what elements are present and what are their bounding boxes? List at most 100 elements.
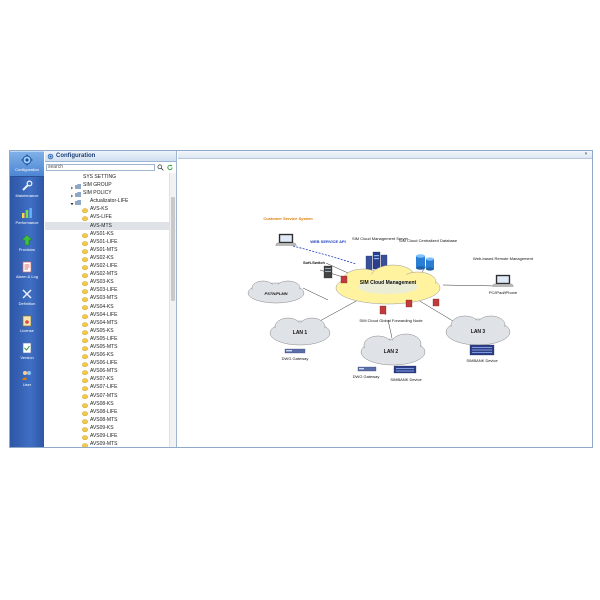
tree-item-label: AVS04-KS <box>90 303 114 310</box>
dwg-gateway-icon <box>357 366 377 372</box>
pstn-cloud <box>247 280 305 304</box>
simbank-device-icon <box>393 365 417 374</box>
search-icon[interactable] <box>157 164 164 171</box>
tree-folder[interactable]: SIM POLICY <box>45 189 169 206</box>
tree-item[interactable]: AVS04-LIFE <box>45 311 169 327</box>
tree-item[interactable]: AVS05-KS <box>45 327 169 343</box>
collapsed-toggle-icon[interactable] <box>70 183 74 198</box>
nav-item-provision[interactable]: Provision <box>10 232 44 258</box>
tree-item[interactable]: AVS05-LIFE <box>45 335 169 351</box>
tree-item[interactable]: AVS06-KS <box>45 351 169 368</box>
scrollbar-thumb[interactable] <box>171 197 175 301</box>
tree-item-label: AVS07-LIFE <box>90 384 118 391</box>
nav-label: Configuration <box>15 167 39 172</box>
tree-item[interactable]: AVS01-MTS <box>45 246 169 262</box>
tree-item[interactable]: AVS03-LIFE <box>45 286 169 303</box>
search-input[interactable]: search <box>46 164 155 171</box>
policy-item-icon <box>82 328 88 343</box>
tree-item[interactable]: AVS03-KS <box>45 278 169 295</box>
lan1-label: LAN 1 <box>293 330 308 336</box>
tree-item[interactable]: AVS09-MTS <box>45 440 169 447</box>
policy-item-icon <box>82 352 88 368</box>
nav-item-maintenance[interactable]: Maintenance <box>10 178 44 204</box>
tree-item[interactable]: AVS04-KS <box>45 303 169 319</box>
collapse-icon[interactable]: ▾ <box>584 151 588 157</box>
tree-item[interactable]: AVS02-LIFE <box>45 262 169 279</box>
tree-folder[interactable]: SIM GROUP <box>45 181 169 198</box>
main-content: ▾ Customer <box>178 151 592 447</box>
nav-label: Performance <box>15 220 39 225</box>
lan3-cloud <box>445 315 511 346</box>
mgmt-server-label: SIM Cloud Management Server <box>352 236 409 241</box>
app-window: Configuration Maintenance Performance Pr… <box>9 150 593 448</box>
tools-icon <box>22 289 32 299</box>
tree-item[interactable]: AVS01-LIFE <box>45 238 169 254</box>
tree-item-label: AVS08-LIFE <box>90 408 118 415</box>
nav-item-definition[interactable]: Definition <box>10 286 44 312</box>
tree-item-label: AVS07-KS <box>90 376 114 383</box>
nav-label: Version <box>20 355 34 360</box>
tree-item-label: AVS05-MTS <box>90 343 118 350</box>
tree-folder[interactable]: SYS SETTING <box>45 173 169 190</box>
tree-item[interactable]: AVS09-LIFE <box>45 432 169 447</box>
tree-scrollbar[interactable] <box>169 173 176 447</box>
tree-item[interactable]: AVS01-KS <box>45 230 169 246</box>
tree-item-label: AVS08-MTS <box>90 416 118 423</box>
gear-icon <box>21 154 33 166</box>
tree-item[interactable]: AVS02-MTS <box>45 270 169 287</box>
tree-item[interactable]: AVS-MTS <box>45 221 169 238</box>
tree-item-label: AVS07-MTS <box>90 392 118 399</box>
nav-item-user[interactable]: User <box>10 367 44 393</box>
tree-item[interactable]: AVS07-MTS <box>45 392 169 408</box>
refresh-icon[interactable] <box>166 164 174 171</box>
tree-item[interactable]: AVS09-KS <box>45 424 169 441</box>
lan1-cloud <box>269 317 331 346</box>
policy-item-icon <box>82 336 88 351</box>
remote-mgmt-label: Web-based Remote Management <box>473 256 534 261</box>
tree-item-label: AVS09-LIFE <box>90 433 118 439</box>
nav-item-alarm-log[interactable]: Alarm & Log <box>10 259 44 285</box>
tree-item[interactable]: AVS02-KS <box>45 254 169 271</box>
nav-item-license[interactable]: License <box>10 313 44 339</box>
policy-item-icon <box>82 401 88 416</box>
tree-item-label: AVS05-KS <box>90 327 114 334</box>
nav-item-performance[interactable]: Performance <box>10 205 44 231</box>
soft-switch-label: Soft-Switch <box>303 260 326 265</box>
tree-item[interactable]: AVS04-MTS <box>45 319 169 335</box>
tree-item-label: Actualizator-LIFE <box>90 198 129 205</box>
tree-item[interactable]: AVS03-MTS <box>45 294 169 311</box>
nav-item-configuration[interactable]: Configuration <box>10 151 44 177</box>
simbank-device-icon <box>469 344 495 356</box>
policy-item-icon <box>82 312 88 327</box>
tree-item-label: AVS02-KS <box>90 254 114 261</box>
expanded-toggle-icon[interactable] <box>70 191 74 206</box>
nav-label: Maintenance <box>15 193 39 198</box>
tree-item[interactable]: AVS06-MTS <box>45 367 169 384</box>
soft-switch-icon <box>323 265 333 279</box>
policy-item-icon <box>82 295 88 311</box>
collapsed-toggle-icon[interactable] <box>70 175 74 190</box>
nav-label: Definition <box>18 301 36 306</box>
tree-item[interactable]: AVS-LIFE <box>45 213 169 230</box>
policy-item-icon <box>82 417 88 432</box>
network-diagram: Customer Service System WEB SERVICE API … <box>247 216 534 382</box>
tree-item[interactable]: AVS07-KS <box>45 375 169 392</box>
policy-item-icon <box>82 231 88 246</box>
tree-item[interactable]: Actualizator-LIFE <box>45 197 169 214</box>
policy-item-icon <box>82 247 88 262</box>
nav-item-version[interactable]: Version <box>10 340 44 366</box>
tree-item[interactable]: AVS-KS <box>45 205 169 222</box>
tree-item-label: AVS01-KS <box>90 230 114 237</box>
tree-item[interactable]: AVS07-LIFE <box>45 383 169 400</box>
tree-item-label: AVS09-KS <box>90 424 114 431</box>
bar-chart-icon <box>22 208 32 218</box>
web-service-api-label: WEB SERVICE API <box>310 239 346 244</box>
policy-item-icon <box>82 376 88 392</box>
tree-item[interactable]: AVS06-LIFE <box>45 359 169 376</box>
tree-item-label: AVS06-KS <box>90 352 114 359</box>
tree-item[interactable]: AVS08-LIFE <box>45 408 169 424</box>
tree-item[interactable]: AVS08-MTS <box>45 416 169 432</box>
tree-item[interactable]: AVS05-MTS <box>45 343 169 360</box>
tree-item[interactable]: AVS08-KS <box>45 400 169 416</box>
